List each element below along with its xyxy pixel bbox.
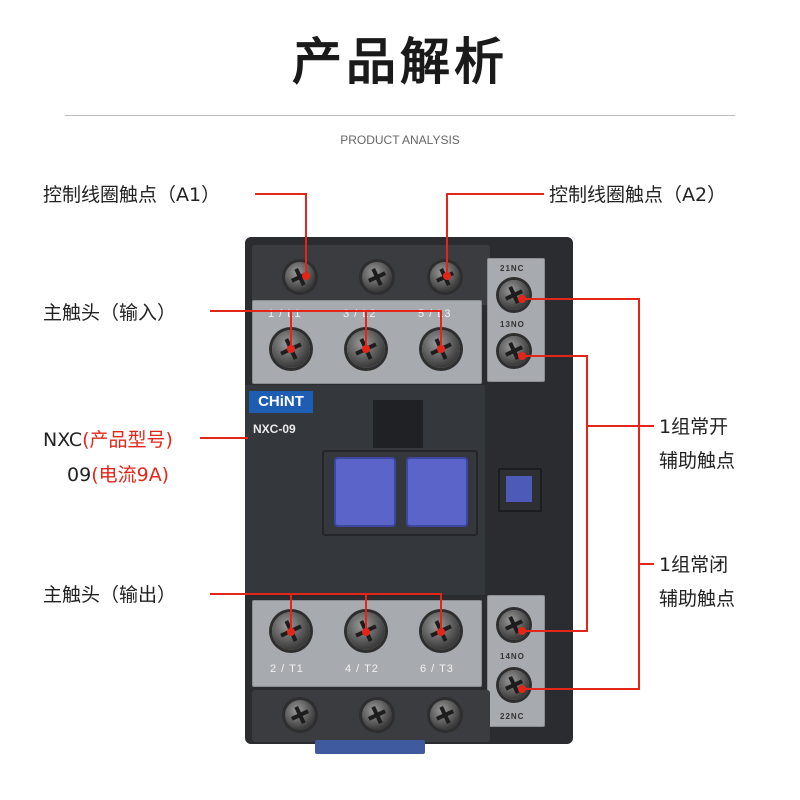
leader-output-v2	[365, 593, 367, 631]
leader-a1-dot	[302, 272, 310, 280]
aux-label-13no: 13NO	[500, 320, 525, 329]
callout-main-input: 主触头（输入）	[43, 302, 177, 324]
model-label: NXC-09	[253, 422, 296, 436]
aux-label-21nc: 21NC	[500, 264, 525, 273]
leader-model-h	[200, 437, 248, 439]
title-divider	[65, 115, 735, 116]
leader-output-dot-1	[287, 628, 295, 636]
callout-aux-no-line1: 1组常开	[659, 416, 729, 438]
slider-slot	[322, 450, 478, 536]
leader-input-v2	[365, 310, 367, 348]
aux-screw-13no	[499, 336, 529, 366]
model-prefix: NXC	[43, 429, 83, 451]
leader-aux-no-v	[586, 355, 588, 632]
leader-a1-v	[305, 193, 307, 275]
bottom-screw-1	[285, 700, 315, 730]
leader-input-dot-3	[437, 345, 445, 353]
leader-aux-no-dot-1	[518, 352, 526, 360]
callout-coil-a1: 控制线圈触点（A1）	[43, 184, 221, 206]
actuator-left	[334, 457, 396, 527]
leader-input-v1	[290, 310, 292, 348]
leader-aux-nc-top	[522, 298, 640, 300]
actuator-right	[406, 457, 468, 527]
leader-input-dot-1	[287, 345, 295, 353]
page-subtitle: PRODUCT ANALYSIS	[340, 133, 460, 147]
top-screw-mid	[362, 262, 392, 292]
callout-current: 09(电流9A)	[67, 460, 169, 487]
leader-output-v3	[440, 593, 442, 631]
callout-aux-nc-line2: 辅助触点	[659, 588, 736, 610]
brand-logo: CHiNT	[249, 391, 313, 413]
model-note: (产品型号)	[82, 429, 173, 451]
leader-output-v1	[290, 593, 292, 631]
bottom-screw-2	[362, 700, 392, 730]
leader-aux-no-h	[586, 425, 654, 427]
leader-input-v3	[440, 310, 442, 348]
leader-a2-dot	[443, 272, 451, 280]
terminal-label-t3: 6 / T3	[420, 663, 454, 675]
leader-input-h	[210, 310, 442, 312]
leader-aux-no-top	[522, 355, 588, 357]
callout-coil-a2: 控制线圈触点（A2）	[549, 184, 727, 206]
terminal-label-t1: 2 / T1	[270, 663, 304, 675]
current-note: (电流9A)	[91, 464, 170, 486]
aux-indicator	[506, 476, 532, 502]
leader-aux-nc-dot-1	[518, 295, 526, 303]
top-screw-a1	[285, 262, 315, 292]
leader-aux-no-dot-2	[518, 627, 526, 635]
leader-aux-nc-h	[638, 563, 654, 565]
leader-a2-v	[446, 193, 448, 275]
current-prefix: 09	[67, 464, 92, 486]
terminal-label-t2: 4 / T2	[345, 663, 379, 675]
leader-output-dot-2	[362, 628, 370, 636]
leader-aux-no-bottom	[522, 630, 588, 632]
aux-label-14no: 14NO	[500, 652, 525, 661]
leader-aux-nc-dot-2	[518, 685, 526, 693]
page-title: 产品解析	[292, 33, 508, 91]
aux-screw-14no	[499, 610, 529, 640]
leader-aux-nc-bottom	[522, 688, 640, 690]
callout-main-output: 主触头（输出）	[43, 584, 177, 606]
leader-a1-h	[255, 193, 307, 195]
leader-output-h	[210, 593, 442, 595]
leader-a2-h	[446, 193, 544, 195]
leader-output-dot-3	[437, 628, 445, 636]
bottom-screw-3	[430, 700, 460, 730]
callout-model: NXC(产品型号)	[43, 425, 173, 452]
callout-aux-nc-line1: 1组常闭	[659, 554, 729, 576]
leader-aux-nc-v	[638, 298, 640, 690]
aux-label-22nc: 22NC	[500, 712, 525, 721]
indicator-window	[373, 400, 423, 448]
callout-aux-no-line2: 辅助触点	[659, 450, 736, 472]
mounting-base	[315, 740, 425, 754]
leader-input-dot-2	[362, 345, 370, 353]
